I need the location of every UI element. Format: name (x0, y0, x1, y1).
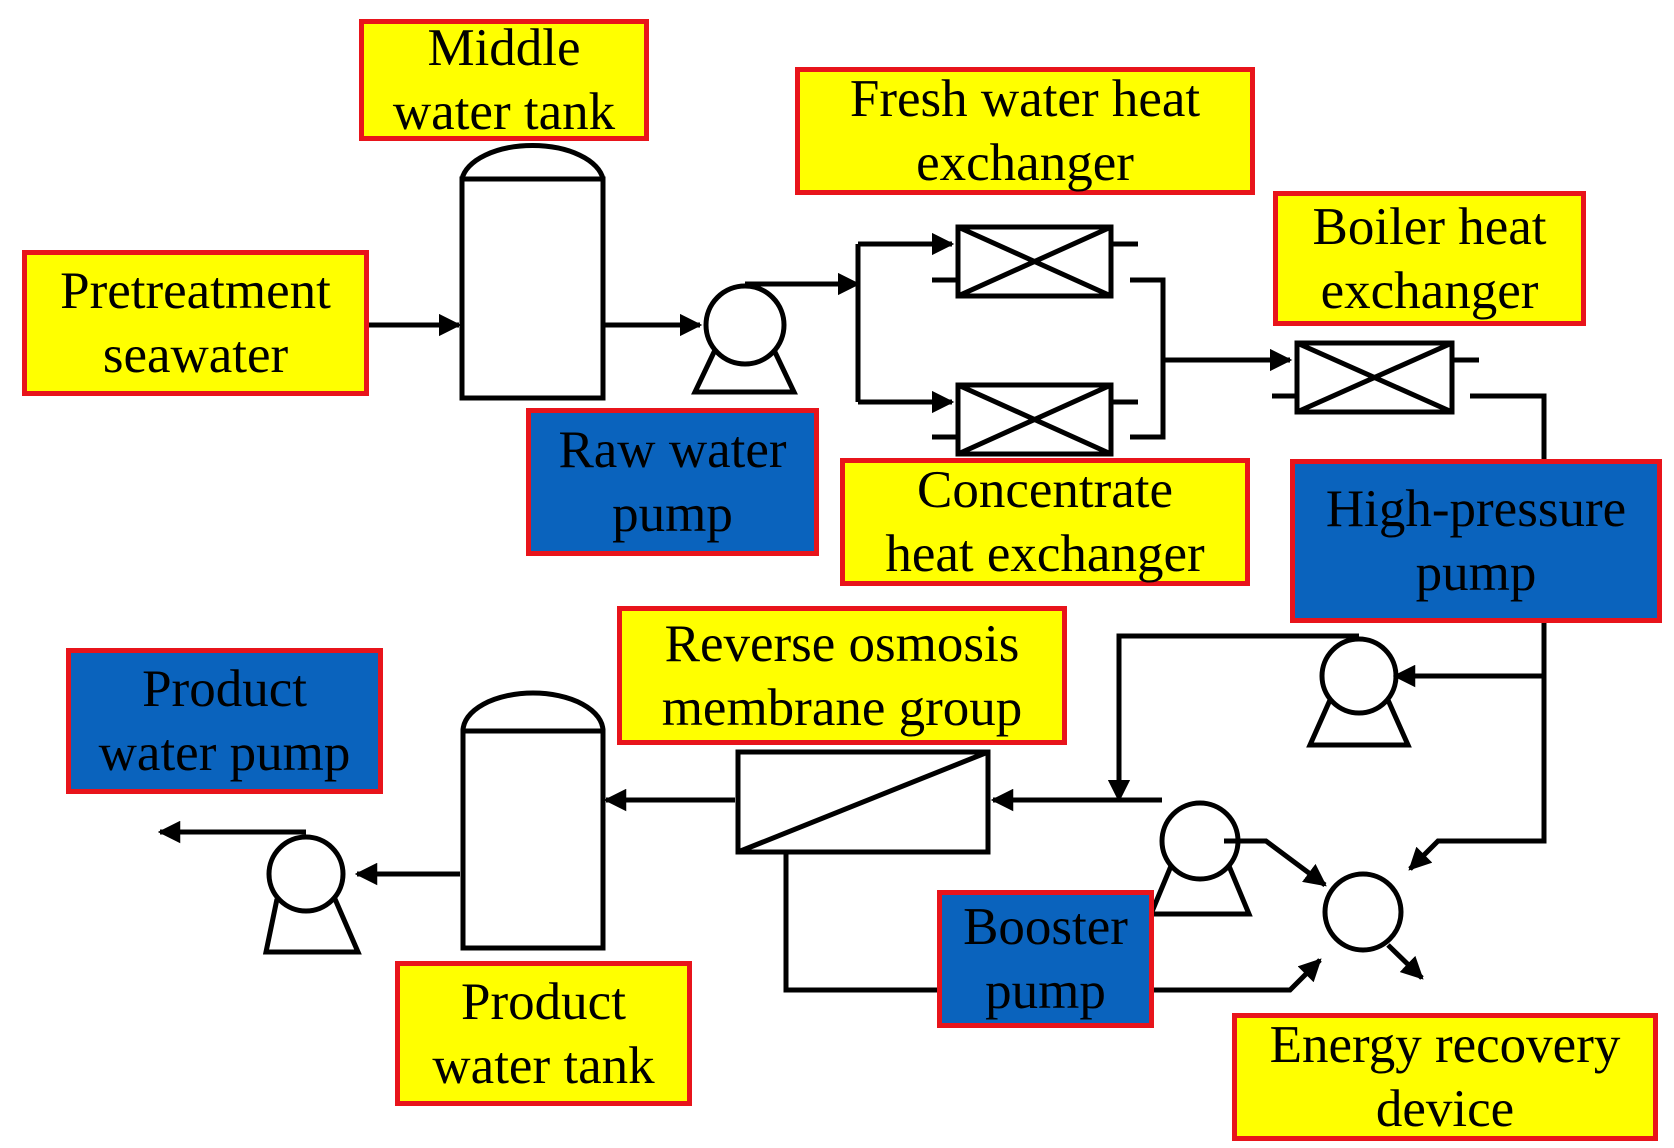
label-middle-water-tank: Middle water tank (359, 19, 649, 141)
product-water-pump-symbol (262, 834, 362, 955)
label-boiler-heat-exchanger: Boiler heat exchanger (1273, 191, 1586, 326)
raw-water-pump-symbol (691, 283, 798, 395)
product-water-tank (460, 728, 606, 951)
label-concentrate-heat-exchanger: Concentrate heat exchanger (840, 458, 1250, 586)
high-pressure-pump-symbol (1306, 636, 1412, 748)
middle-water-tank (459, 176, 606, 401)
fresh-water-heat-exchanger (932, 224, 1138, 299)
label-product-water-tank: Product water tank (395, 961, 692, 1106)
energy-recovery-device-symbol (1322, 871, 1404, 953)
boiler-heat-exchanger (1272, 340, 1479, 415)
label-product-water-pump: Product water pump (66, 648, 383, 794)
label-high-pressure-pump: High-pressure pump (1290, 459, 1662, 623)
booster-pump-symbol (1147, 800, 1253, 917)
reverse-osmosis-membrane (735, 749, 991, 855)
label-pretreatment-seawater: Pretreatment seawater (22, 250, 369, 396)
label-booster-pump: Booster pump (937, 890, 1154, 1028)
pipe-concentrate-hx-out (1130, 360, 1166, 440)
pipe-boiler-hx-out-down (1408, 393, 1547, 871)
label-fresh-water-heat-exchanger: Fresh water heat exchanger (795, 67, 1255, 195)
pipe-erd-discharge (1386, 943, 1424, 980)
product-water-tank-dome (460, 690, 606, 732)
label-reverse-osmosis-membrane-group: Reverse osmosis membrane group (617, 606, 1067, 745)
label-raw-water-pump: Raw water pump (526, 408, 819, 556)
pipe-hp-pump-to-booster-line (1107, 633, 1359, 803)
middle-water-tank-dome (459, 143, 606, 180)
concentrate-heat-exchanger (932, 382, 1138, 457)
pipe-fresh-hx-out (1130, 277, 1166, 360)
label-energy-recovery-device: Energy recovery device (1232, 1013, 1658, 1141)
